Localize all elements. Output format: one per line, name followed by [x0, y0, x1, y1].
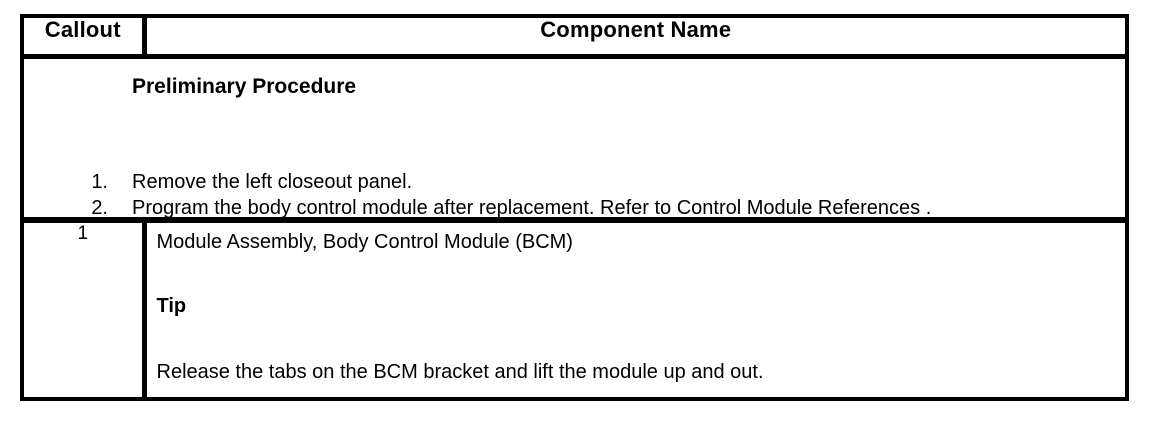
table-header-row: Callout Component Name: [22, 16, 1127, 59]
list-item: 2. Program the body control module after…: [24, 197, 1125, 223]
preliminary-procedure-cell: Preliminary Procedure 1. Remove the left…: [22, 56, 1127, 223]
callout-number-cell: 1: [22, 220, 147, 399]
preliminary-procedure-row: Preliminary Procedure 1. Remove the left…: [22, 56, 1127, 223]
callout-number: 1: [77, 223, 89, 244]
column-header-callout-label: Callout: [44, 17, 121, 42]
preliminary-procedure-title: Preliminary Procedure: [132, 75, 357, 98]
column-header-component-name-label: Component Name: [540, 17, 732, 42]
tip-label: Tip: [156, 295, 187, 317]
component-name-text: Module Assembly, Body Control Module (BC…: [156, 231, 573, 253]
table-row: 1 Module Assembly, Body Control Module (…: [22, 220, 1127, 399]
preliminary-procedure-steps: 1. Remove the left closeout panel. 2. Pr…: [24, 171, 1125, 223]
step-text: Remove the left closeout panel.: [132, 171, 413, 193]
component-callout-table: Callout Component Name Preliminary Proce…: [20, 14, 1129, 401]
component-detail-cell: Module Assembly, Body Control Module (BC…: [144, 220, 1127, 399]
list-item: 1. Remove the left closeout panel.: [24, 171, 1125, 197]
step-number: 2.: [91, 197, 108, 219]
step-text: Program the body control module after re…: [132, 197, 932, 219]
column-header-component-name: Component Name: [144, 16, 1127, 59]
tip-text: Release the tabs on the BCM bracket and …: [156, 361, 764, 383]
column-header-callout: Callout: [22, 16, 147, 59]
step-number: 1.: [91, 171, 108, 193]
